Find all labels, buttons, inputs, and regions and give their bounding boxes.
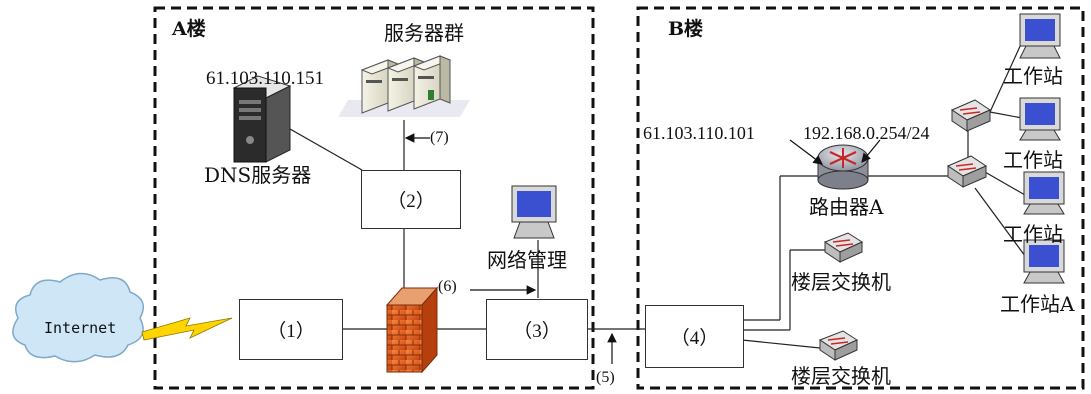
ws-1-label: 工作站: [1003, 64, 1063, 88]
floor-switch-2-label: 楼层交换机: [791, 364, 891, 388]
ws-switch-1-icon: [950, 99, 992, 132]
dns-server-label: DNS服务器: [204, 163, 312, 187]
internet-label: Internet: [44, 319, 117, 337]
box-2: （2）: [361, 170, 461, 229]
net-mgmt-pc-icon: [511, 185, 557, 239]
ws-switch-2-icon: [946, 155, 988, 188]
ws-2-label: 工作站: [1003, 148, 1063, 172]
floor-switch-1-icon: [823, 232, 864, 263]
firewall-icon: [385, 286, 439, 374]
building-a-label: A楼: [172, 18, 206, 40]
marker-6: (6): [438, 278, 457, 295]
net-mgmt-label: 网络管理: [487, 248, 567, 272]
dns-server-icon: [232, 75, 292, 163]
router-icon: [817, 144, 869, 190]
internet-cloud: [12, 272, 145, 363]
ws-pc-1-icon: [1019, 13, 1061, 59]
floor-switch-2-icon: [818, 330, 859, 361]
router-ext-ip-arrow: [789, 139, 823, 165]
dns-ip-label: 61.103.110.151: [206, 68, 325, 89]
box-3: （3）: [486, 299, 588, 360]
ws-pc-a-icon: [1023, 239, 1065, 284]
ws-3-label: 工作站: [1003, 222, 1063, 246]
marker-5: (5): [596, 369, 615, 386]
box-1: （1）: [239, 299, 343, 360]
ws-pc-2-icon: [1019, 97, 1061, 141]
building-b-border: [636, 6, 1085, 390]
server-group-label: 服务器群: [384, 21, 464, 45]
server-group-icon: [338, 55, 470, 117]
ws-a-label: 工作站A: [1000, 292, 1075, 316]
line-ws3: [984, 171, 1026, 196]
router-int-ip-arrow: [861, 139, 881, 163]
line-dns-box2: [282, 124, 363, 171]
marker-7: (7): [430, 129, 449, 146]
line-ws2: [989, 111, 1023, 119]
ws-pc-3-icon: [1023, 171, 1065, 215]
router-ext-ip-label: 61.103.110.101: [643, 123, 755, 143]
line-ws1: [989, 41, 1023, 113]
building-b-label: B楼: [668, 18, 704, 40]
line-wsa: [974, 187, 1029, 261]
box-4: （4）: [645, 305, 744, 368]
line-box4-floor-switch-2: [741, 339, 821, 349]
router-int-ip-label: 192.168.0.254/24: [803, 123, 930, 143]
building-a-border: [153, 6, 595, 390]
floor-switch-1-label: 楼层交换机: [791, 270, 891, 294]
lightning-bolt-icon: [141, 317, 233, 341]
router-label: 路由器A: [809, 195, 884, 219]
connection-lines: [282, 41, 1029, 349]
